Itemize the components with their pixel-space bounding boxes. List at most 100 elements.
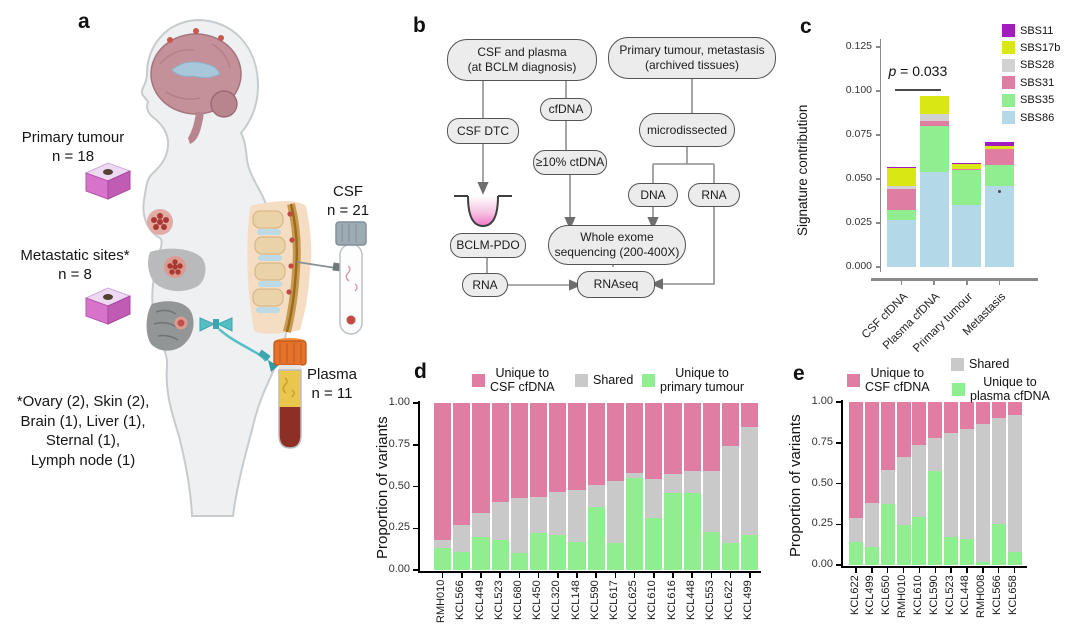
x-tick-label: KCL625	[627, 580, 640, 620]
legend-label: SBS11	[1020, 24, 1054, 37]
x-tick-mark	[966, 567, 968, 573]
x-tick-label: KCL650	[880, 575, 893, 615]
legend-swatch	[951, 357, 964, 371]
x-tick-mark	[855, 567, 857, 573]
x-tick-label: KCL553	[703, 580, 716, 620]
bar-segment-Unique-to-primary-tumour	[530, 533, 548, 570]
bar-segment-Unique-to-plasma-cfDNA	[959, 538, 974, 565]
legend-swatch	[1002, 76, 1015, 90]
legend-label: SBS28	[1020, 59, 1055, 72]
bar-segment-SBS11	[985, 142, 1015, 146]
bar-segment-Shared	[606, 481, 624, 544]
x-tick-mark	[918, 567, 921, 573]
bar-segment-Shared	[912, 445, 927, 517]
bar-segment-Shared	[1007, 415, 1022, 552]
y-tick-mark	[875, 266, 880, 268]
panel-b-label: b	[413, 14, 426, 37]
bar-segment-Shared	[491, 501, 509, 540]
legend-item-Shared: Shared	[951, 348, 1009, 380]
x-tick-label: KCL450	[531, 580, 544, 620]
flow-node-microdissected: microdissected	[639, 113, 735, 147]
x-tick-label: KCL616	[665, 580, 678, 620]
panel-e-label: e	[793, 362, 805, 385]
legend-item-Unique-to: Unique to plasma cfDNA	[952, 373, 1050, 405]
x-tick-mark	[710, 572, 713, 578]
bar-segment-Unique-to-CSF-cfDNA	[928, 402, 943, 438]
bar-segment-Unique-to-CSF-cfDNA	[991, 402, 1006, 419]
y-tick-mark	[412, 485, 418, 488]
legend-swatch	[847, 373, 860, 387]
x-tick-mark	[998, 280, 1001, 285]
legend-label: SBS86	[1020, 111, 1055, 124]
y-tick-label: 0.075	[845, 128, 872, 141]
flow-node-primary-tumour: Primary tumour, metastasis (archived tis…	[608, 37, 776, 79]
y-tick-label: 0.50	[388, 479, 410, 492]
x-tick-label: KCL448	[684, 580, 697, 620]
bar-segment-Shared	[896, 457, 911, 526]
x-tick-mark	[633, 572, 636, 578]
bar-segment-SBS17b	[952, 164, 982, 170]
flow-node-cfdna: cfDNA	[540, 98, 592, 121]
p-symbol: p	[888, 63, 897, 80]
bar-segment-SBS86	[985, 186, 1015, 267]
bar-segment-Shared	[568, 489, 586, 542]
bar-segment-Unique-to-CSF-cfDNA	[975, 402, 990, 424]
x-tick-label: KCL658	[1007, 575, 1019, 615]
bar-segment-Unique-to-primary-tumour	[664, 493, 682, 570]
legend-swatch	[642, 373, 655, 387]
bar-segment-Unique-to-CSF-cfDNA	[912, 402, 927, 446]
panel-a-label: a	[78, 10, 90, 33]
x-tick-label: KCL610	[646, 580, 659, 620]
bar-segment-SBS35	[985, 164, 1015, 187]
bar-segment-Unique-to-plasma-cfDNA	[991, 524, 1006, 565]
legend-item-SBS35: SBS35	[1002, 93, 1054, 107]
bar-segment-Unique-to-CSF-cfDNA	[944, 402, 959, 433]
bar-segment-Shared	[741, 427, 759, 535]
y-tick-mark	[412, 402, 418, 404]
x-tick-mark	[653, 572, 655, 578]
bar-segment-Unique-to-CSF-cfDNA	[880, 402, 895, 471]
y-tick-mark	[835, 523, 841, 525]
bar-segment-Shared	[928, 437, 943, 472]
x-tick-mark	[900, 280, 903, 285]
y-tick-mark	[875, 90, 880, 92]
y-tick-label: 0.125	[845, 40, 872, 53]
y-tick-label: 0.025	[845, 216, 872, 229]
x-tick-mark	[950, 567, 952, 573]
y-axis-line	[879, 39, 881, 272]
bar-segment-Unique-to-primary-tumour	[606, 543, 624, 570]
breast-tumour-graphic	[147, 209, 173, 235]
y-tick-mark	[412, 527, 418, 529]
legend-item-Shared: Shared	[575, 364, 633, 396]
bar-segment-Shared	[453, 524, 471, 552]
y-tick-label: 0.50	[811, 476, 833, 489]
bar-segment-Unique-to-primary-tumour	[722, 543, 740, 570]
bar-segment-Unique-to-primary-tumour	[549, 534, 567, 570]
flow-node-bclm-pdo: BCLM-PDO	[450, 233, 526, 258]
bar-segment-SBS31	[985, 149, 1015, 165]
x-tick-label: KCL449	[473, 580, 486, 620]
legend-label: Unique to plasma cfDNA	[970, 374, 1050, 403]
bar-segment-Unique-to-CSF-cfDNA	[959, 402, 974, 429]
bar-segment-SBS86	[952, 205, 982, 267]
x-axis-line	[840, 565, 1027, 568]
panel-b: b CSF and plasma (at BCLM di	[405, 6, 790, 341]
legend-item-SBS86: SBS86	[1002, 111, 1054, 124]
bar-segment-SBS31	[952, 169, 982, 171]
x-tick-mark	[749, 572, 751, 578]
legend-swatch	[1002, 24, 1015, 37]
bar-segment-Shared	[530, 496, 548, 534]
x-tick-mark	[997, 567, 1000, 573]
y-tick-label: 1.00	[811, 395, 833, 408]
bar-segment-Unique-to-CSF-cfDNA	[510, 403, 528, 499]
bar-segment-Shared	[434, 539, 452, 549]
metastatic-sites-label: Metastatic sites* n = 8	[20, 247, 130, 284]
bar-segment-Shared	[864, 503, 879, 548]
y-tick-mark	[835, 442, 841, 444]
y-tick-label: 0.00	[811, 558, 833, 571]
y-tick-mark	[412, 569, 418, 571]
bar-segment-Unique-to-primary-tumour	[453, 551, 471, 570]
